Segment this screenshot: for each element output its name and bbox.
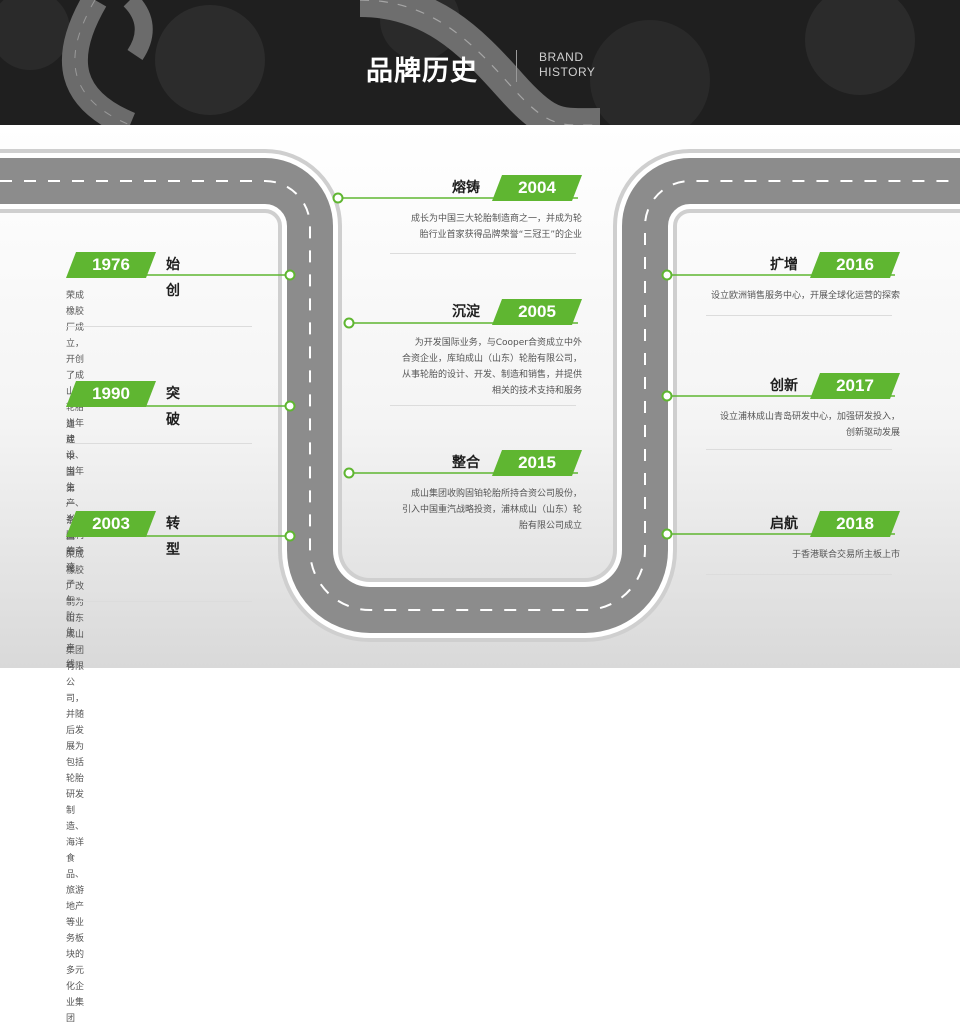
- milestone-title: 创新: [770, 378, 798, 394]
- milestone-title: 突破: [166, 386, 180, 428]
- year-badge: 2017: [810, 373, 900, 399]
- desc-line: 荣成橡胶厂改制为山东成山集团有限公司，: [66, 550, 85, 704]
- milestone-desc: 设立欧洲销售服务中心，开展全球化运营的探索: [711, 288, 900, 304]
- year-badge: 1990: [66, 381, 156, 407]
- milestone-desc: 成长为中国三大轮胎制造商之一，并成为轮 胎行业首家获得品牌荣誉“三冠王”的企业: [411, 211, 582, 243]
- title-en-line2: HISTORY: [539, 65, 596, 79]
- milestone-title: 启航: [770, 516, 798, 532]
- desc-line: 合资企业，库珀成山（山东）轮胎有限公司，: [401, 354, 582, 364]
- divider-2003: [66, 601, 252, 602]
- desc-line: 胎有限公司成立: [518, 521, 582, 531]
- desc-line: 相关的技术支持和服务: [491, 386, 582, 396]
- desc-line: 引入中国重汽战略投资，浦林成山（山东）轮: [401, 505, 582, 515]
- title-divider: [516, 50, 517, 82]
- divider-2004: [390, 253, 576, 254]
- hero-banner: 品牌历史 BRAND HISTORY: [0, 0, 960, 125]
- desc-line: 创新驱动发展: [845, 428, 900, 438]
- divider-1990: [66, 443, 252, 444]
- divider-2017: [706, 449, 892, 450]
- desc-line: 设立欧洲销售服务中心，开展全球化运营的探索: [710, 291, 900, 301]
- divider-2005: [390, 405, 576, 406]
- page-title-en: BRAND HISTORY: [539, 50, 595, 80]
- milestone-title: 扩增: [770, 257, 798, 273]
- page-title: 品牌历史: [366, 56, 478, 87]
- milestone-title: 整合: [452, 455, 480, 471]
- desc-line: 为开发国际业务，与Cooper合资成立中外: [414, 338, 582, 348]
- year-badge: 1976: [66, 252, 156, 278]
- desc-line: 成山集团收购固铂轮胎所持合资公司股份，: [410, 489, 582, 499]
- desc-line: 建成中国第一条国产化子午胎生产线: [66, 420, 76, 670]
- milestone-title: 转型: [166, 516, 180, 558]
- milestone-desc: 建成中国第一条国产化子午胎生产线: [66, 417, 75, 673]
- milestone-title: 熔铸: [452, 180, 480, 196]
- milestone-title: 沉淀: [452, 304, 480, 320]
- title-en-line1: BRAND: [539, 50, 584, 64]
- milestone-desc: 于香港联合交易所主板上市: [792, 547, 900, 563]
- year-badge: 2004: [492, 175, 582, 201]
- aerial-road-image: [0, 0, 960, 125]
- desc-line: 旅游地产等业务板块的多元化企业集团: [66, 886, 85, 1024]
- timeline-section: 1976 始创 荣成橡胶厂成立，开创了成山牌轮胎当年建 设、当年生产、当年盈利的…: [0, 125, 960, 1024]
- year-badge: 2016: [810, 252, 900, 278]
- desc-line: 设立浦林成山青岛研发中心，加强研发投入，: [719, 412, 900, 422]
- year-badge: 2005: [492, 299, 582, 325]
- road-illustration: [0, 149, 960, 642]
- divider-2016: [706, 315, 892, 316]
- desc-line: 胎行业首家获得品牌荣誉“三冠王”的企业: [419, 230, 582, 240]
- year-badge: 2018: [810, 511, 900, 537]
- desc-line: 并随后发展为包括轮胎研发制造、海洋食品、: [66, 710, 85, 880]
- milestone-desc: 设立浦林成山青岛研发中心，加强研发投入， 创新驱动发展: [720, 409, 900, 441]
- year-badge: 2003: [66, 511, 156, 537]
- milestone-desc: 为开发国际业务，与Cooper合资成立中外 合资企业，库珀成山（山东）轮胎有限公…: [402, 335, 582, 399]
- year-badge: 2015: [492, 450, 582, 476]
- divider-1976: [66, 326, 252, 327]
- desc-line: 从事轮胎的设计、开发、制造和销售，并提供: [401, 370, 582, 380]
- milestone-desc: 荣成橡胶厂改制为山东成山集团有限公司， 并随后发展为包括轮胎研发制造、海洋食品、…: [66, 547, 84, 1027]
- divider-2018: [706, 574, 892, 575]
- desc-line: 成长为中国三大轮胎制造商之一，并成为轮: [410, 214, 582, 224]
- desc-line: 于香港联合交易所主板上市: [791, 550, 900, 560]
- milestone-desc: 成山集团收购固铂轮胎所持合资公司股份， 引入中国重汽战略投资，浦林成山（山东）轮…: [402, 486, 582, 534]
- milestone-title: 始创: [166, 257, 180, 299]
